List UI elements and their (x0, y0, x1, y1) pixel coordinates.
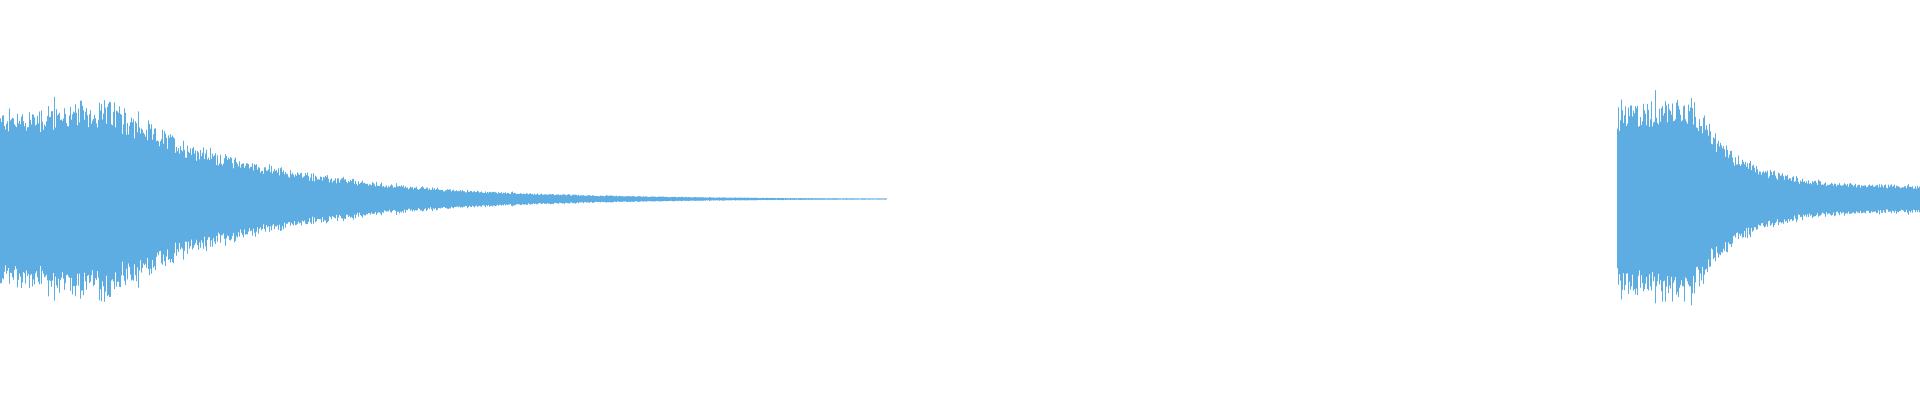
audio-clips[interactable] (0, 90, 1920, 306)
audio-clip-clip-1[interactable] (0, 96, 887, 302)
waveform-path (0, 96, 887, 302)
waveform-path (1617, 90, 1920, 306)
audio-clip-clip-2[interactable] (1617, 90, 1920, 306)
